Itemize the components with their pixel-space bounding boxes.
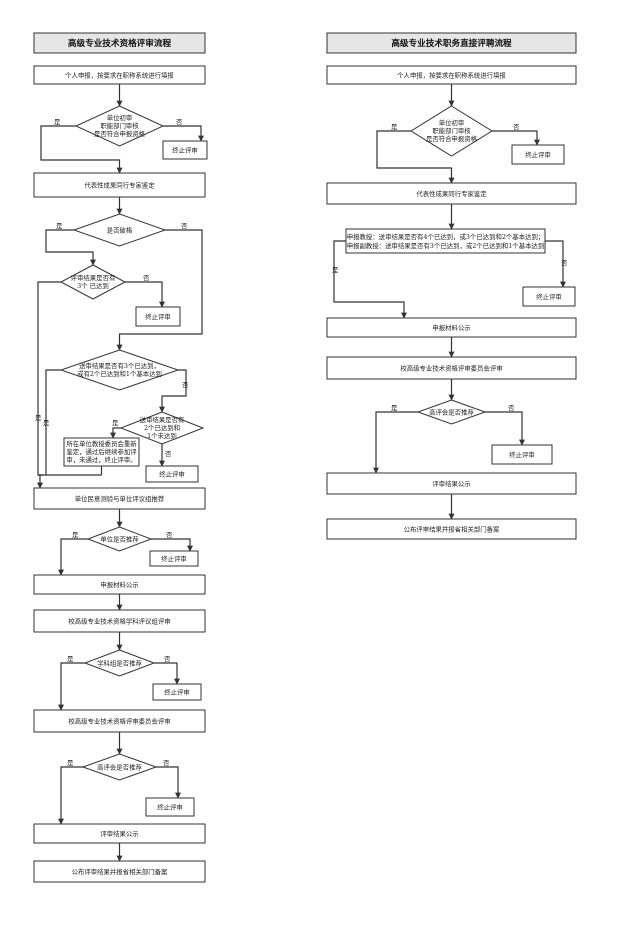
right-publish-box [326, 518, 577, 540]
left-stop-2-text: 终止评审 [145, 312, 171, 321]
left-discipline-text: 校高级专业技术资格学科评议组评审 [68, 617, 170, 626]
right-review-line1: 单位初审 [439, 118, 465, 127]
left-stop-1-text: 终止评审 [172, 146, 198, 155]
left-partial-line3: 1个未达到 [147, 431, 177, 440]
left-results-no: 否 [182, 381, 189, 389]
left-partial-line1: 送审结果是否有 [140, 415, 185, 424]
left-stop-5-text: 终止评审 [164, 688, 190, 697]
left-three-decision [59, 264, 127, 300]
right-stop-1-text: 终止评审 [525, 150, 551, 159]
right-criteria-line2: 申报副教授：送审结果是否有3个已达到，或2个已达到和1个基本达到 [347, 241, 545, 250]
left-stop-4-text: 终止评审 [161, 554, 187, 563]
right-stop-2-text: 终止评审 [536, 292, 562, 301]
left-stop-6-text: 终止评审 [157, 803, 183, 812]
left-stop-4 [149, 550, 199, 567]
left-unit-yes: 是 [72, 531, 79, 539]
right-criteria-no: 否 [561, 259, 568, 267]
right-review-line2: 职能部门审核 [432, 126, 471, 135]
right-publicity-text: 申报材料公示 [432, 323, 471, 332]
left-results-line2: 或有2个已达到和1个基本达到 [77, 369, 162, 378]
left-three-line2: 3个 已达到 [77, 281, 109, 290]
left-exception-decision [72, 213, 167, 247]
left-review-decision [74, 105, 165, 147]
right-result-publicity-text: 评审结果公示 [432, 479, 471, 488]
right-stop-3 [491, 444, 553, 465]
left-partial-yes: 是 [112, 419, 119, 427]
left-committee-decision-text: 高评会是否推荐 [97, 763, 142, 772]
left-discipline-no: 否 [164, 655, 171, 663]
left-vote-text: 单位民意测验与单位评议组推荐 [75, 494, 165, 503]
left-committee-note-box [63, 437, 140, 467]
right-expert-text: 代表性成果同行专家鉴定 [416, 189, 487, 198]
left-review-line2: 职能部门审核 [100, 121, 139, 130]
right-committee-decision-text: 高评会是否推荐 [429, 408, 474, 417]
right-committee-yes: 是 [391, 404, 398, 412]
left-results-decision [59, 349, 180, 391]
left-note-line3: 审，未通过，终止评审。 [66, 455, 136, 464]
right-review-no: 否 [513, 123, 520, 131]
left-stop-2 [135, 306, 181, 327]
left-three-no: 否 [143, 274, 150, 282]
right-publish-text: 公布评审结果并报省相关部门备案 [404, 525, 500, 534]
right-committee-decision [416, 399, 487, 425]
left-expert-text: 代表性成果同行专家鉴定 [84, 181, 155, 190]
left-stop-1 [162, 140, 208, 160]
left-committee-decision [81, 753, 158, 781]
left-publish-text: 公布评审结果并报省相关部门备案 [72, 867, 168, 876]
left-results-line1: 送审结果是否有3个已达到， [79, 361, 160, 370]
left-exception-text: 是否破格 [107, 226, 133, 235]
left-apply-text: 个人申报，按要求在职称系统进行填报 [65, 71, 174, 80]
left-stop-3-text: 终止评审 [159, 470, 185, 479]
left-partial-line2: 2个已达到和 [144, 423, 180, 432]
left-review-no: 否 [176, 118, 183, 126]
left-unit-no: 否 [166, 531, 173, 539]
right-review-yes: 是 [391, 123, 398, 131]
left-note-line2: 鉴定，通过后继续参加评 [66, 447, 137, 456]
right-criteria-yes: 是 [332, 266, 339, 274]
left-review-yes: 是 [54, 118, 61, 126]
left-stop-6 [145, 797, 195, 817]
left-three-line1: 评审结果是否有 [71, 273, 116, 282]
left-partial-no: 否 [165, 450, 172, 458]
left-stop-3 [145, 465, 199, 483]
left-exception-yes: 是 [56, 222, 63, 230]
left-publicity-text: 申报材料公示 [100, 580, 139, 589]
right-apply-text: 个人申报，按要求在职称系统进行填报 [397, 71, 506, 80]
right-stop-1 [511, 144, 565, 165]
left-review-line3: 是否符合申报资格 [94, 129, 146, 138]
left-unit-decision [86, 526, 153, 552]
left-discipline-decision-text: 学科组是否推荐 [97, 659, 142, 668]
left-unit-text: 单位是否推荐 [100, 535, 139, 544]
left-discipline-yes: 是 [67, 655, 74, 663]
left-stop-5 [152, 683, 202, 701]
right-committee-text: 校高级专业技术资格评审委员会评审 [400, 364, 502, 373]
left-committee-no: 否 [163, 759, 170, 767]
left-note-line1: 所在单位教授委员会重新 [66, 439, 137, 448]
left-title-text: 高级专业技术资格评审流程 [68, 37, 172, 49]
left-expert-box [33, 172, 206, 198]
left-title: 高级专业技术资格评审流程 [33, 32, 206, 54]
left-committee-text: 校高级专业技术资格评审委员会评审 [68, 717, 170, 726]
right-committee-no: 否 [508, 404, 515, 412]
right-stop-2 [522, 286, 576, 307]
right-title: 高级专业技术职务直接评聘流程 [326, 32, 577, 54]
right-review-line3: 是否符合申报资格 [426, 134, 478, 143]
left-discipline-decision [83, 649, 156, 677]
right-criteria-line1: 申报教授：送审结果是否有4个已达到，或3个已达到和2个基本达到； [347, 232, 545, 241]
right-review-decision [410, 105, 493, 157]
left-flowchart: 高级专业技术资格评审流程 个人申报，按要求在职称系统进行填报 单位初审 职能部门… [33, 32, 208, 883]
left-publish-box [33, 860, 206, 883]
left-results-yes: 是 [43, 419, 50, 427]
right-stop-3-text: 终止评审 [509, 450, 535, 459]
left-three-yes: 是 [35, 414, 42, 422]
right-flowchart: 高级专业技术职务直接评聘流程 个人申报，按要求在职称系统进行填报 单位初审 职能… [326, 32, 577, 540]
left-exception-no: 否 [181, 222, 188, 230]
right-title-text: 高级专业技术职务直接评聘流程 [391, 37, 512, 49]
left-committee-yes: 是 [67, 759, 74, 767]
left-review-line1: 单位初审 [107, 113, 133, 122]
left-result-publicity-text: 评审结果公示 [100, 829, 139, 838]
